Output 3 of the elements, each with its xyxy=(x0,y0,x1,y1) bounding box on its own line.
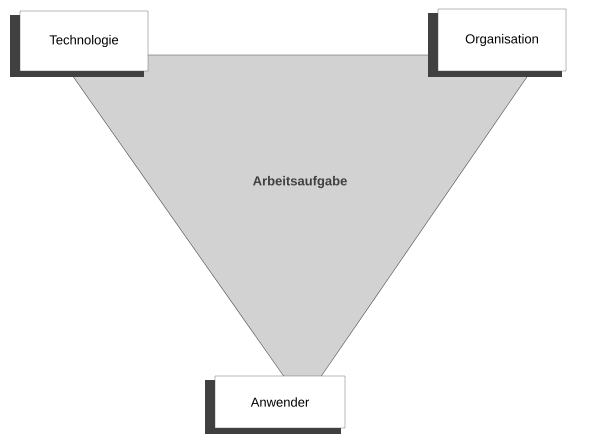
label-box: Anwender xyxy=(205,376,346,434)
label-box: Organisation xyxy=(428,8,566,77)
label-box: Technologie xyxy=(10,10,148,77)
